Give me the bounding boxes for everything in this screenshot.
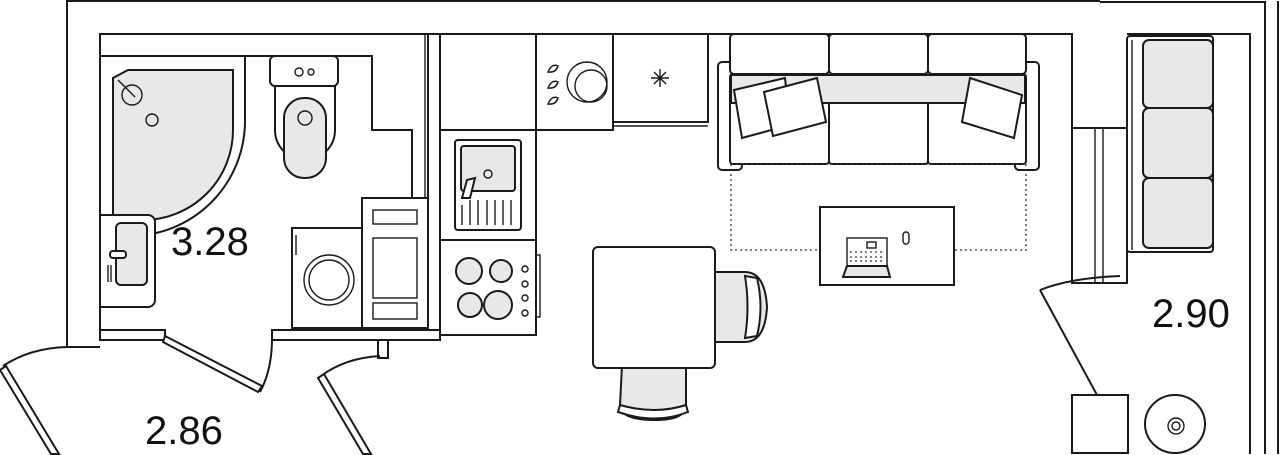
fridge xyxy=(612,33,709,127)
balcony-door-right[interactable] xyxy=(316,355,381,455)
dishwasher xyxy=(535,33,614,131)
laptop-icon xyxy=(841,237,892,278)
washing-machine xyxy=(291,227,365,329)
hallway-door[interactable] xyxy=(1039,275,1121,396)
bathroom-door[interactable] xyxy=(161,334,273,394)
hallway-area-label: 2.90 xyxy=(1152,292,1230,336)
dining-chair-bottom xyxy=(616,364,690,422)
stove xyxy=(439,239,541,336)
bathroom-area-label: 3.28 xyxy=(171,220,249,264)
toilet xyxy=(269,55,339,179)
walls xyxy=(66,0,1279,454)
dining-chair-right xyxy=(711,271,769,343)
balcony-door-left[interactable] xyxy=(0,346,68,455)
sofa xyxy=(717,33,1040,171)
kitchen-cabinet xyxy=(439,33,537,131)
hall-cabinet xyxy=(1071,394,1129,454)
shower-cabin xyxy=(99,55,247,236)
wardrobe xyxy=(1126,35,1214,253)
coffee-table xyxy=(819,206,955,286)
robot-vacuum xyxy=(1144,394,1206,454)
kitchen-sink xyxy=(439,129,537,241)
bathroom-sink xyxy=(99,214,156,308)
dining-table xyxy=(592,246,716,369)
shelf-unit xyxy=(361,197,429,329)
balcony-area-label: 2.86 xyxy=(145,409,223,453)
